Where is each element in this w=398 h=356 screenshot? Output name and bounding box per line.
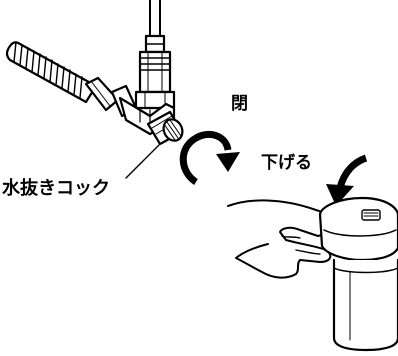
vertical-union	[134, 50, 176, 110]
close-label: 閉	[231, 94, 248, 114]
bottle	[318, 196, 398, 352]
drain-cock-knob	[146, 110, 184, 146]
drain-cock-label: 水抜きコック	[2, 178, 110, 199]
vertical-cable	[144, 0, 166, 54]
lower-label: 下げる	[261, 153, 312, 173]
rotate-close-arrow	[179, 131, 240, 185]
lower-arrow	[326, 154, 368, 206]
drain-cock-leader	[125, 143, 161, 179]
corrugated-hose	[5, 41, 98, 104]
